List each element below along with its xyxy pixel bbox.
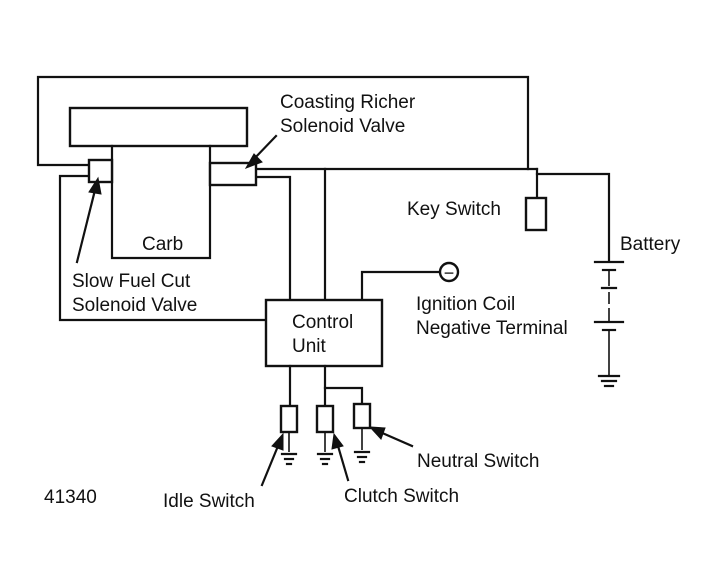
coasting-richer-valve [208,161,258,187]
wire-to-neutral-switch [323,386,364,406]
label-carb: Carb [142,234,183,255]
battery-symbol [593,260,625,388]
wire-to-battery [535,172,611,262]
label-clutch-switch: Clutch Switch [344,486,459,507]
label-slow-fuel-cut-line1: Slow Fuel Cut [72,271,191,292]
label-control-unit-line1: Control [292,312,353,333]
label-ignition-coil-line2: Negative Terminal [416,318,568,339]
slow-fuel-cut-valve [87,158,114,184]
label-control-unit-line2: Unit [292,336,327,357]
air-cleaner-box [68,106,249,148]
label-battery: Battery [620,234,681,255]
label-coasting-richer-line1: Coasting Richer [280,92,416,113]
control-unit-box [264,298,384,368]
label-key-switch: Key Switch [407,199,501,220]
ignition-coil-symbol: − [444,263,455,283]
neutral-switch-symbol [352,402,372,464]
key-switch-body [524,196,548,232]
figure-number: 41340 [44,487,97,508]
label-idle-switch: Idle Switch [163,491,255,512]
label-neutral-switch: Neutral Switch [417,451,540,472]
arrow-clutch-switch [331,432,350,482]
label-ignition-coil-line1: Ignition Coil [416,294,515,315]
carb-box [110,144,212,260]
wire-slowcut-to-control [58,174,268,322]
ignition-coil-terminal [438,261,460,283]
label-slow-fuel-cut-line2: Solenoid Valve [72,295,197,316]
arrow-coasting-richer [244,134,278,169]
wire-top-loop [36,75,530,171]
clutch-switch-symbol [315,404,335,466]
idle-switch-symbol [279,404,299,466]
arrow-idle-switch [260,432,284,487]
wire-valve-to-control [252,175,292,302]
arrow-slow-fuel-cut [75,176,102,264]
wire-to-ignition-coil [360,270,442,302]
arrow-neutral-switch [368,426,414,448]
label-coasting-richer-line2: Solenoid Valve [280,116,405,137]
